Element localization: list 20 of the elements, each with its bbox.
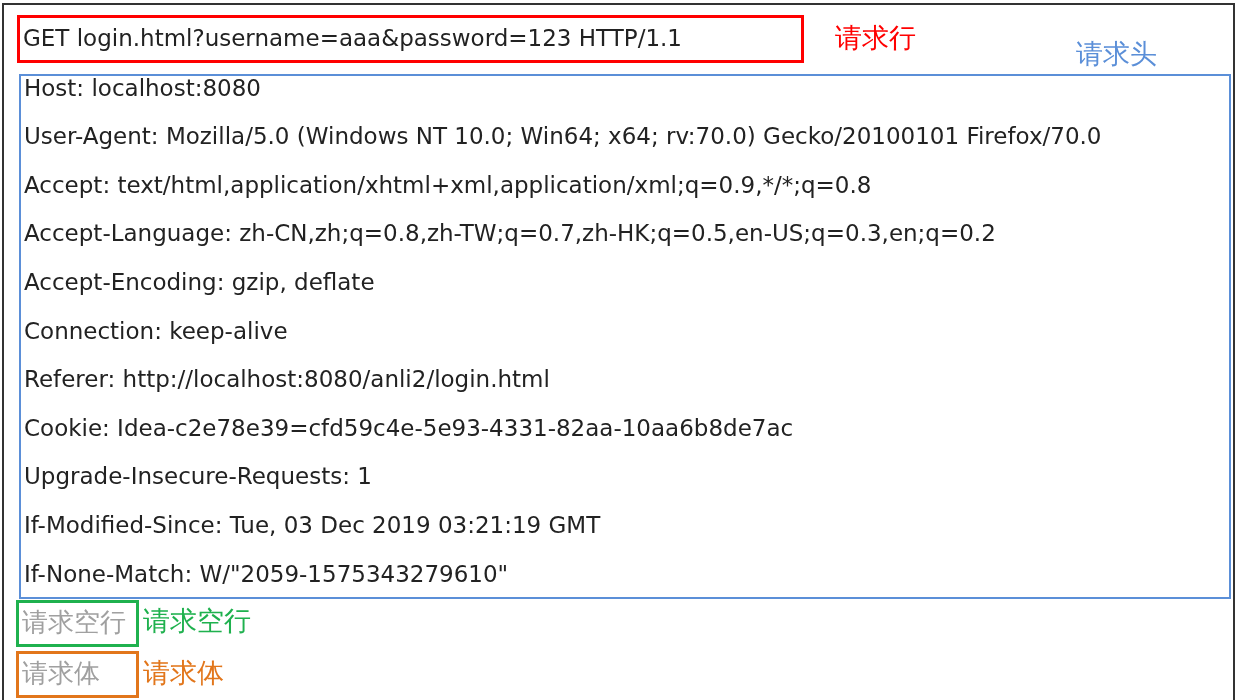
header-line: Host: localhost:8080 — [24, 74, 261, 103]
headers-box — [19, 74, 1231, 599]
header-line: Upgrade-Insecure-Requests: 1 — [24, 463, 372, 491]
section-label: 请求体 — [143, 657, 224, 689]
placeholder-text: 请求体 — [22, 658, 100, 690]
header-line: Accept-Encoding: gzip, deflate — [24, 268, 375, 297]
header-line: Referer: http://localhost:8080/anli2/login.html — [24, 366, 550, 394]
request-line-text: GET login.html?username=aaa&password=123 HTTP/1.1 — [23, 25, 682, 53]
header-line: Accept-Language: zh-CN,zh;q=0.8,zh-TW;q=0.7,zh-HK;q=0.5,en-US;q=0.3,en;q=0.2 — [24, 220, 996, 248]
section-label: 请求头 — [1076, 38, 1157, 70]
header-line: Accept: text/html,application/xhtml+xml,application/xml;q=0.9,*/*;q=0.8 — [24, 171, 872, 200]
header-line: If-None-Match: W/"2059-1575343279610" — [24, 560, 509, 589]
body-box — [16, 651, 139, 698]
section-label: 请求空行 — [143, 605, 251, 637]
header-line: Cookie: Idea-c2e78e39=cfd59c4e-5e93-4331-82aa-10aa6b8de7ac — [24, 414, 794, 443]
header-line: Connection: keep-alive — [24, 317, 288, 346]
header-line: If-Modified-Since: Tue, 03 Dec 2019 03:21:19 GMT — [24, 511, 601, 540]
section-label: 请求行 — [835, 22, 916, 54]
header-line: User-Agent: Mozilla/5.0 (Windows NT 10.0; Win64; x64; rv:70.0) Gecko/20100101 Firefox/70.0 — [24, 123, 1102, 151]
placeholder-text: 请求空行 — [22, 607, 126, 639]
